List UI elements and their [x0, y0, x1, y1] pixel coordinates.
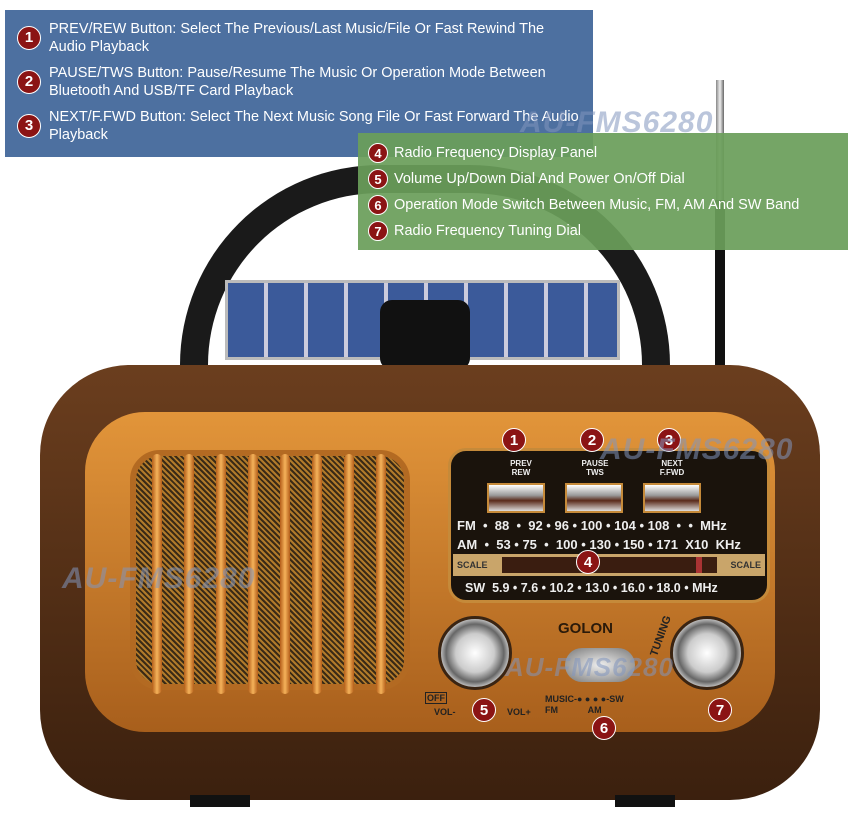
callout-box-buttons: 1 PREV/REW Button: Select The Previous/La… — [5, 10, 593, 157]
callout-text: Radio Frequency Display Panel — [394, 145, 598, 161]
foot-left — [190, 795, 250, 807]
watermark-2: AU-FMS6280 — [600, 433, 794, 466]
marker-6: 6 — [592, 716, 616, 740]
vol-minus-label: VOL- — [434, 707, 456, 717]
watermark: AU-FMS6280 — [62, 562, 256, 595]
am-scale: AM • 53 • 75 • 100 • 130 • 150 • 171 X10… — [457, 537, 741, 552]
fm-scale: FM • 88 • 92 • 96 • 100 • 104 • 108 • • … — [457, 518, 727, 533]
marker-5: 5 — [472, 698, 496, 722]
callout-7: 7 Radio Frequency Tuning Dial — [368, 218, 838, 244]
callout-text: PREV/REW Button: Select The Previous/Las… — [49, 21, 545, 55]
antenna-black — [715, 200, 725, 375]
callout-text: Operation Mode Switch Between Music, FM,… — [394, 197, 800, 213]
next-label: NEXT F.FWD — [659, 459, 685, 477]
scale-right: SCALE — [730, 560, 761, 570]
prev-label: PREV REW — [510, 459, 532, 477]
marker-3: 3 — [657, 428, 681, 452]
callout-box-controls: 4 Radio Frequency Display Panel 5 Volume U… — [358, 133, 848, 250]
frequency-display-panel: PREV REW PAUSE TWS NEXT F.FWD FM • 88 • … — [448, 448, 770, 603]
mode-label-bottom: FM AM — [545, 705, 602, 715]
callout-4: 4 Radio Frequency Display Panel — [368, 140, 838, 166]
scale-track — [501, 557, 717, 573]
next-ffwd-button[interactable] — [643, 483, 701, 513]
speaker-grille — [130, 450, 410, 694]
off-label: OFF — [425, 692, 447, 704]
marker-2: 2 — [580, 428, 604, 452]
callout-text: Radio Frequency Tuning Dial — [394, 223, 581, 239]
pause-tws-button[interactable] — [565, 483, 623, 513]
callout-text: PAUSE/TWS Button: Pause/Resume The Music… — [49, 65, 546, 99]
callout-2: 2 PAUSE/TWS Button: Pause/Resume The Musi… — [17, 64, 581, 100]
marker-4: 4 — [576, 550, 600, 574]
callout-number: 7 — [368, 221, 388, 241]
callout-number: 3 — [17, 114, 41, 138]
callout-number: 5 — [368, 169, 388, 189]
callout-3: 3 NEXT/F.FWD Button: Select The Next Musi… — [17, 108, 581, 144]
watermark-3: AU-FMS6280 — [505, 652, 674, 682]
callout-6: 6 Operation Mode Switch Between Music, FM… — [368, 192, 838, 218]
callout-1: 1 PREV/REW Button: Select The Previous/La… — [17, 20, 581, 56]
marker-7: 7 — [708, 698, 732, 722]
callout-number: 2 — [17, 70, 41, 94]
callout-text: NEXT/F.FWD Button: Select The Next Music… — [49, 109, 579, 143]
tuning-knob[interactable] — [670, 616, 744, 690]
marker-1: 1 — [502, 428, 526, 452]
handle-mount — [380, 300, 470, 370]
callout-5: 5 Volume Up/Down Dial And Power On/Off Di… — [368, 166, 838, 192]
scale-left: SCALE — [457, 560, 488, 570]
vol-plus-label: VOL+ — [507, 707, 531, 717]
sw-scale: SW 5.9 • 7.6 • 10.2 • 13.0 • 16.0 • 18.0… — [465, 581, 718, 595]
prev-rew-button[interactable] — [487, 483, 545, 513]
callout-number: 1 — [17, 26, 41, 50]
brand-logo: GOLON — [558, 620, 613, 637]
mode-label-top: MUSIC-● ● ● ●-SW — [545, 694, 624, 704]
pause-label: PAUSE TWS — [581, 459, 609, 477]
callout-number: 4 — [368, 143, 388, 163]
tuning-scale: SCALE SCALE — [453, 554, 765, 576]
foot-right — [615, 795, 675, 807]
mode-switch[interactable] — [565, 648, 635, 682]
callout-number: 6 — [368, 195, 388, 215]
callout-text: Volume Up/Down Dial And Power On/Off Dia… — [394, 171, 685, 187]
volume-knob[interactable] — [438, 616, 512, 690]
